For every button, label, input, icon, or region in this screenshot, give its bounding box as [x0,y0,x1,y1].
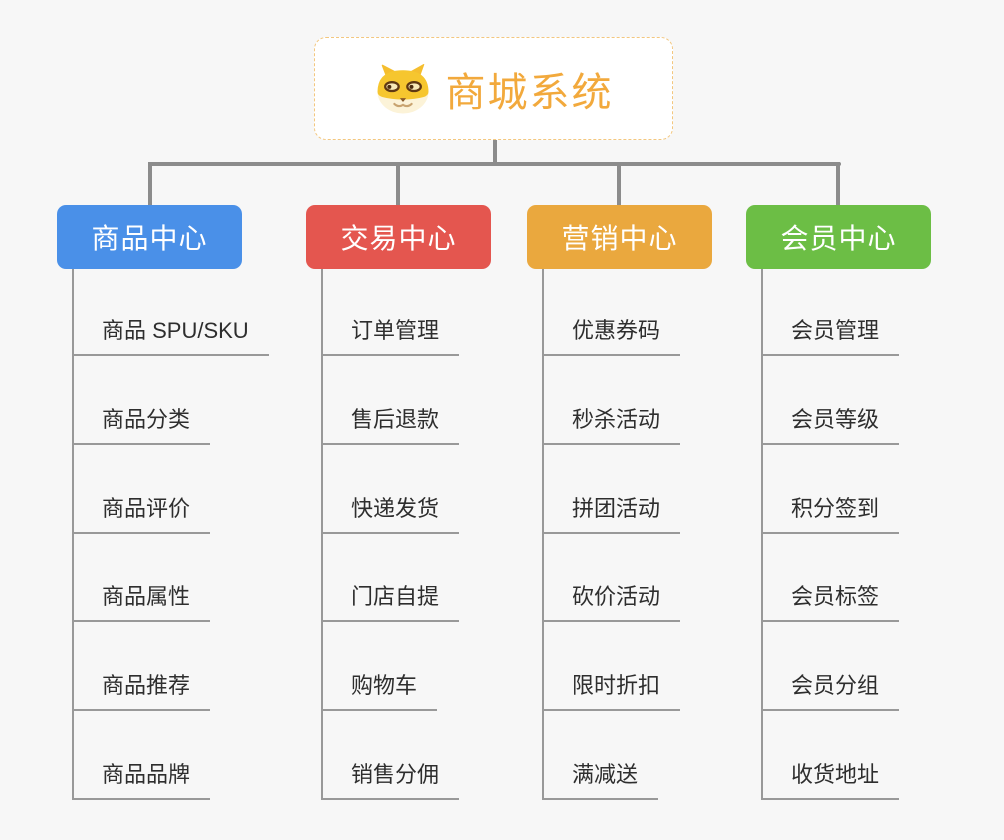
leaf-node[interactable]: 会员管理 [761,316,900,356]
leaf-node[interactable]: 满减送 [542,760,659,800]
leaf-node[interactable]: 收货地址 [761,760,900,800]
leaf-node[interactable]: 商品分类 [72,405,211,445]
leaf-node[interactable]: 门店自提 [321,582,460,622]
connector-horizontal-bar [148,162,841,166]
branch-spine-trade [321,269,323,800]
connector-drop-trade [396,162,400,206]
leaf-node[interactable]: 商品 SPU/SKU [72,316,269,356]
leaf-node[interactable]: 购物车 [321,671,438,711]
leaf-node[interactable]: 快递发货 [321,494,460,534]
connector-drop-product [148,162,152,206]
branch-node-product-center[interactable]: 商品中心 [57,205,242,269]
branch-spine-product [72,269,74,800]
connector-root-stub [493,139,497,166]
root-node[interactable]: 商城系统 [314,37,673,140]
branch-node-trade-center[interactable]: 交易中心 [306,205,491,269]
leaf-node[interactable]: 会员等级 [761,405,900,445]
leaf-node[interactable]: 拼团活动 [542,494,681,534]
leaf-node[interactable]: 积分签到 [761,494,900,534]
branch-node-member-center[interactable]: 会员中心 [746,205,931,269]
leaf-node[interactable]: 商品评价 [72,494,211,534]
branch-spine-marketing [542,269,544,800]
leaf-node[interactable]: 砍价活动 [542,582,681,622]
leaf-node[interactable]: 商品品牌 [72,760,211,800]
leaf-node[interactable]: 商品属性 [72,582,211,622]
leaf-node[interactable]: 会员分组 [761,671,900,711]
connector-drop-marketing [617,162,621,206]
root-node-title: 商城系统 [445,70,614,115]
leaf-node[interactable]: 优惠券码 [542,316,681,356]
shiba-dog-icon [377,63,428,114]
leaf-node[interactable]: 销售分佣 [321,760,460,800]
leaf-node[interactable]: 商品推荐 [72,671,211,711]
leaf-node[interactable]: 秒杀活动 [542,405,681,445]
leaf-node[interactable]: 订单管理 [321,316,460,356]
leaf-node[interactable]: 会员标签 [761,582,900,622]
connector-drop-member [836,162,840,206]
leaf-node[interactable]: 售后退款 [321,405,460,445]
branch-spine-member [761,269,763,800]
branch-node-marketing-center[interactable]: 营销中心 [527,205,712,269]
leaf-node[interactable]: 限时折扣 [542,671,681,711]
